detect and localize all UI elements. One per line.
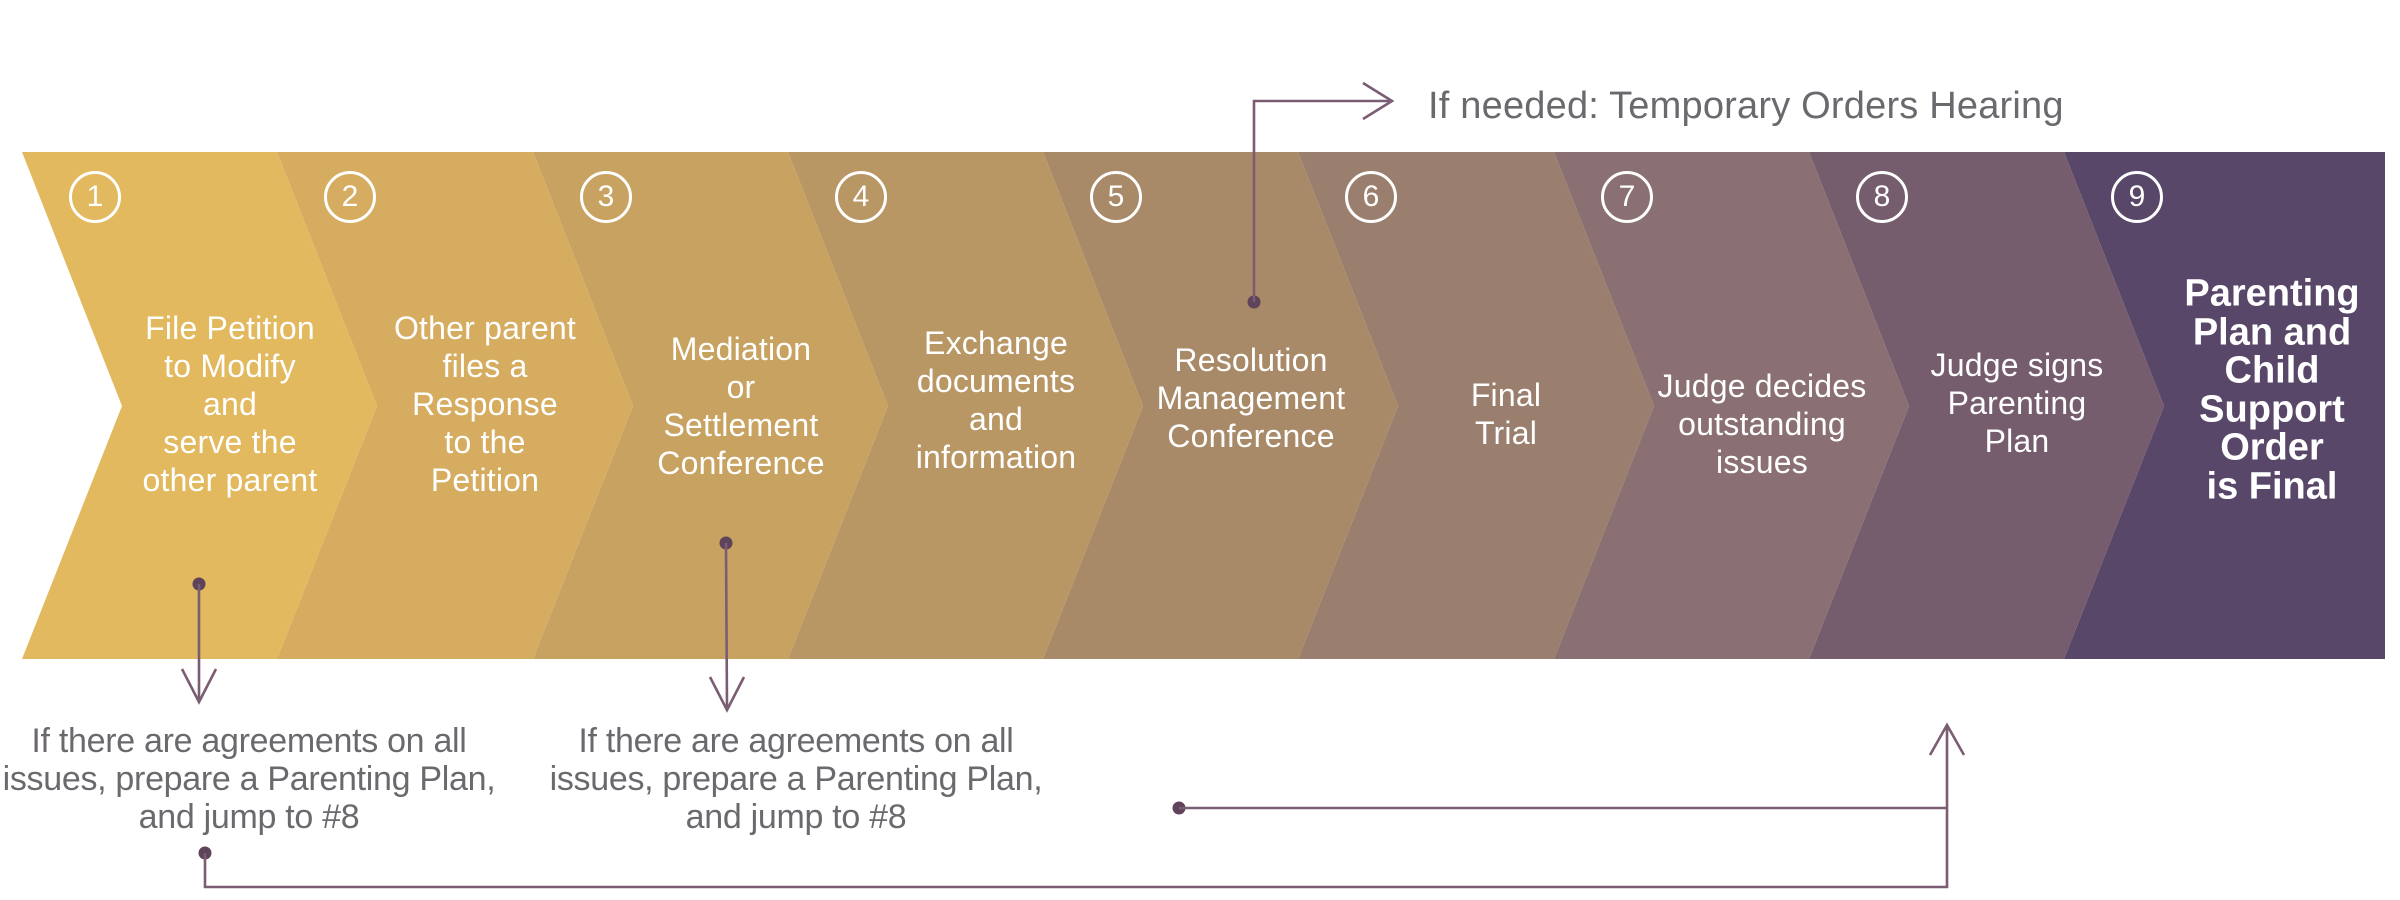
chevron-step-7 (1554, 152, 1909, 659)
chevron-step-4 (788, 152, 1143, 659)
step-7-label: Judge decides outstanding issues (1657, 368, 1867, 480)
step-2-label: Other parent files a Response to the Pet… (393, 310, 577, 498)
step-2-number: 2 (341, 180, 359, 213)
arrow-agreements-left-head-icon (180, 668, 218, 705)
chevron-step-5 (1043, 152, 1398, 659)
chevron-step-1 (22, 152, 377, 659)
chevron-step-6 (1298, 152, 1654, 659)
step-6-number-badge: 6 (1345, 171, 1397, 223)
chevron-step-8 (1809, 152, 2164, 659)
note-agreements-middle: If there are agreements on all issues, p… (549, 722, 1043, 836)
step-5-number-badge: 5 (1090, 171, 1142, 223)
step-9-label: Parenting Plan and Child Support Order i… (2184, 272, 2360, 507)
step-8-number-badge: 8 (1856, 171, 1908, 223)
step-2-number-badge: 2 (324, 171, 376, 223)
step-4-number-badge: 4 (835, 171, 887, 223)
step-1-number-badge: 1 (69, 171, 121, 223)
arrow-jump-to-8-line (203, 727, 1949, 889)
step-1-number: 1 (86, 180, 104, 213)
step-7-number: 7 (1618, 180, 1636, 213)
step-4-number: 4 (852, 180, 870, 213)
chevron-step-9 (2064, 152, 2385, 659)
step-5-number: 5 (1107, 180, 1125, 213)
arrow-temporary-orders-head-icon (1362, 81, 1395, 121)
step-3-number: 3 (597, 180, 615, 213)
step-3-number-badge: 3 (580, 171, 632, 223)
step-9-number-badge: 9 (2111, 171, 2163, 223)
step-4-label: Exchange documents and information (915, 325, 1077, 475)
arrow-agreements-middle-head-icon (708, 676, 746, 713)
step-5-label: Resolution Management Conference (1156, 342, 1346, 454)
chevron-step-2 (277, 152, 633, 659)
step-9-number: 9 (2128, 180, 2146, 213)
note-agreements-left: If there are agreements on all issues, p… (2, 722, 496, 836)
arrow-temporary-orders-line (1252, 99, 1389, 302)
step-6-label: Final Trial (1470, 377, 1542, 451)
arrow-agreements-middle-line (724, 542, 729, 708)
step-8-number: 8 (1873, 180, 1891, 213)
step-1-label: File Petition to Modify and serve the ot… (142, 310, 318, 498)
chevron-step-3 (533, 152, 888, 659)
step-3-label: Mediation or Settlement Conference (657, 331, 825, 481)
note-if-needed: If needed: Temporary Orders Hearing (1428, 85, 2064, 127)
step-7-number-badge: 7 (1601, 171, 1653, 223)
step-8-label: Judge signs Parenting Plan (1930, 347, 2104, 459)
step-6-number: 6 (1362, 180, 1380, 213)
arrow-jump-to-8-head-icon (1928, 722, 1966, 756)
